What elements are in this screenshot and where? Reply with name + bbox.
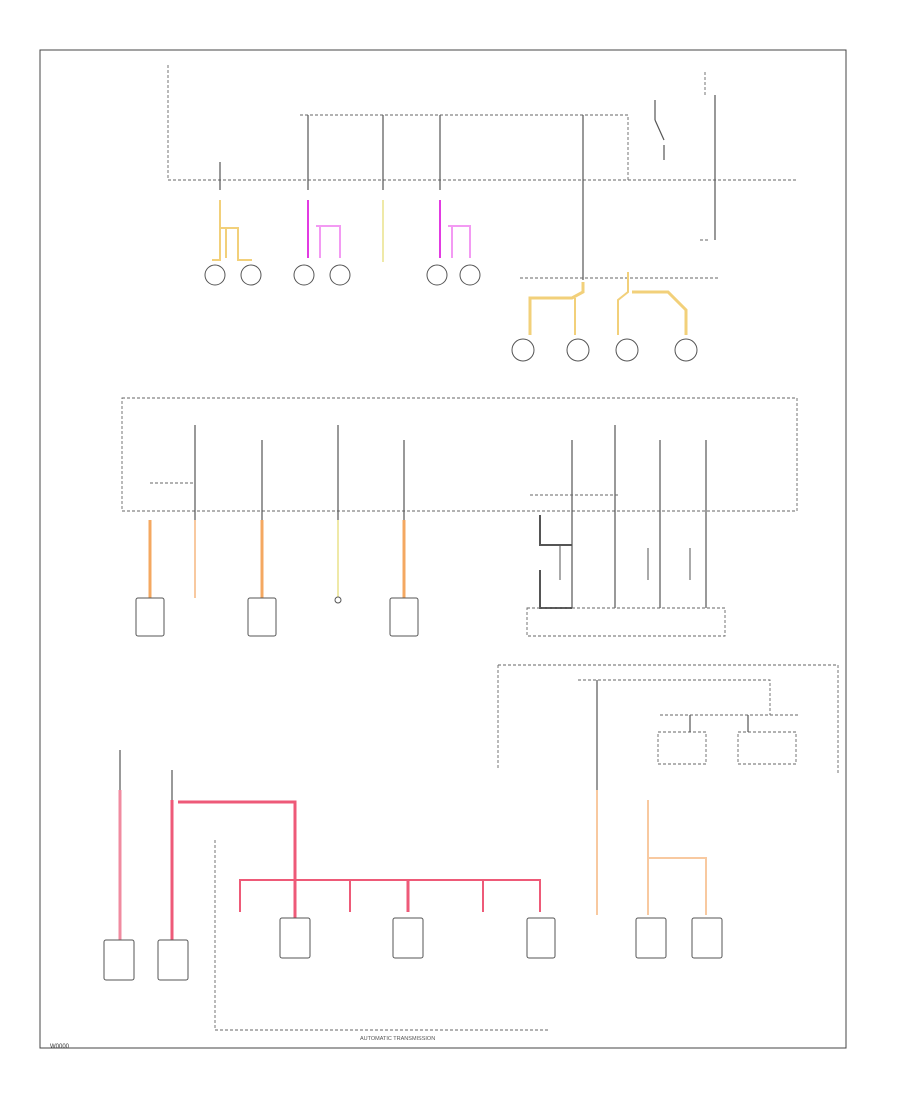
component-m2 xyxy=(247,597,277,637)
connector-m1 xyxy=(334,596,342,604)
component-b6 xyxy=(635,917,667,959)
top-lamps xyxy=(204,264,698,362)
component-b3 xyxy=(279,917,311,959)
lamp-10 xyxy=(674,338,698,362)
middle-wires xyxy=(148,515,707,609)
component-b4 xyxy=(392,917,424,959)
top-fuse-block xyxy=(167,65,798,241)
right-lower-block xyxy=(497,664,839,915)
component-b2 xyxy=(157,939,189,981)
bottom-components xyxy=(103,917,723,981)
component-m3 xyxy=(389,597,419,637)
lamp-2 xyxy=(240,264,262,286)
component-b7 xyxy=(691,917,723,959)
lamp-5 xyxy=(426,264,448,286)
lamp-4 xyxy=(329,264,351,286)
middle-fuse-block xyxy=(121,397,798,520)
lamp-3 xyxy=(293,264,315,286)
component-m1 xyxy=(135,597,165,637)
lamp-6 xyxy=(459,264,481,286)
relay-center xyxy=(526,607,726,637)
section-label: AUTOMATIC TRANSMISSION xyxy=(360,1036,435,1042)
lamp-7 xyxy=(511,338,535,362)
component-b1 xyxy=(103,939,135,981)
middle-components xyxy=(135,596,726,637)
top-lamp-wires xyxy=(212,200,720,335)
diagram-code: W0000 xyxy=(50,1044,70,1050)
diagram-frame xyxy=(39,49,847,1049)
lamp-8 xyxy=(566,338,590,362)
lamp-9 xyxy=(615,338,639,362)
lamp-1 xyxy=(204,264,226,286)
bottom-wiring xyxy=(118,750,550,1031)
component-b5 xyxy=(526,917,556,959)
